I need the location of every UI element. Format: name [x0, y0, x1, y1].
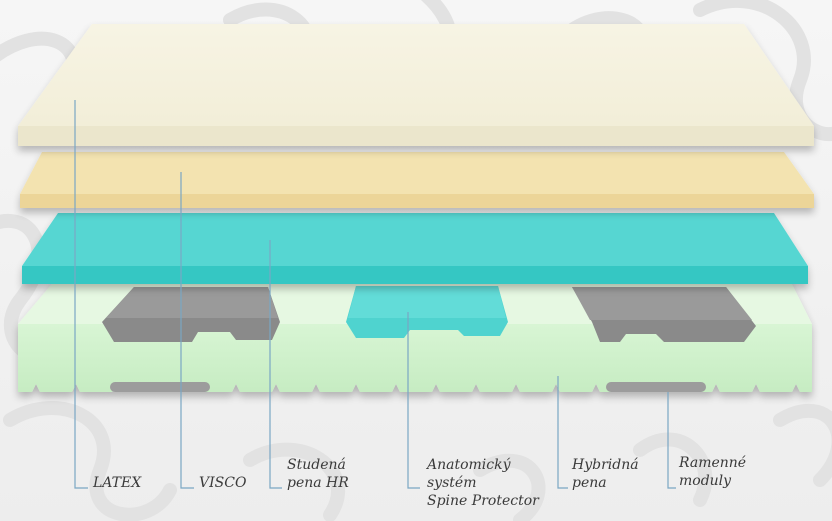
- visco-foam-layer: [20, 152, 814, 208]
- label-shoulder-line-2: moduly: [679, 472, 746, 490]
- label-hybrid-line-1: Hybridná: [572, 456, 639, 474]
- label-hybrid-line-2: pena: [572, 474, 639, 492]
- visco-front-face: [20, 194, 814, 208]
- label-shoulder-line-1: Ramenné: [679, 454, 746, 472]
- hr-front-face: [22, 266, 808, 284]
- spine-protector-top: [348, 286, 506, 318]
- label-anatomic-line-2: systém: [427, 474, 539, 492]
- latex-top-face: [18, 24, 814, 126]
- label-anatomic: Anatomický systém Spine Protector: [427, 456, 539, 510]
- hr-foam-layer: [22, 213, 808, 284]
- label-hr: Studená pena HR: [287, 456, 349, 492]
- label-latex-line-1: LATEX: [93, 474, 141, 492]
- hybrid-foam-layer: [18, 272, 812, 392]
- label-visco: VISCO: [199, 474, 246, 492]
- latex-front-face: [18, 126, 814, 146]
- shoulder-module-left-top: [106, 287, 278, 318]
- latex-layer: [18, 24, 814, 146]
- label-anatomic-line-3: Spine Protector: [427, 492, 539, 510]
- shoulder-module-right-top: [572, 287, 752, 320]
- hr-top-face: [22, 213, 808, 266]
- label-latex: LATEX: [93, 474, 141, 492]
- shoulder-module-right-front: [606, 382, 706, 392]
- label-shoulder: Ramenné moduly: [679, 454, 746, 490]
- label-anatomic-line-1: Anatomický: [427, 456, 539, 474]
- label-hybrid: Hybridná pena: [572, 456, 639, 492]
- label-hr-line-2: pena HR: [287, 474, 349, 492]
- shoulder-module-left-front: [110, 382, 210, 392]
- label-visco-line-1: VISCO: [199, 474, 246, 492]
- label-hr-line-1: Studená: [287, 456, 349, 474]
- visco-top-face: [20, 152, 814, 194]
